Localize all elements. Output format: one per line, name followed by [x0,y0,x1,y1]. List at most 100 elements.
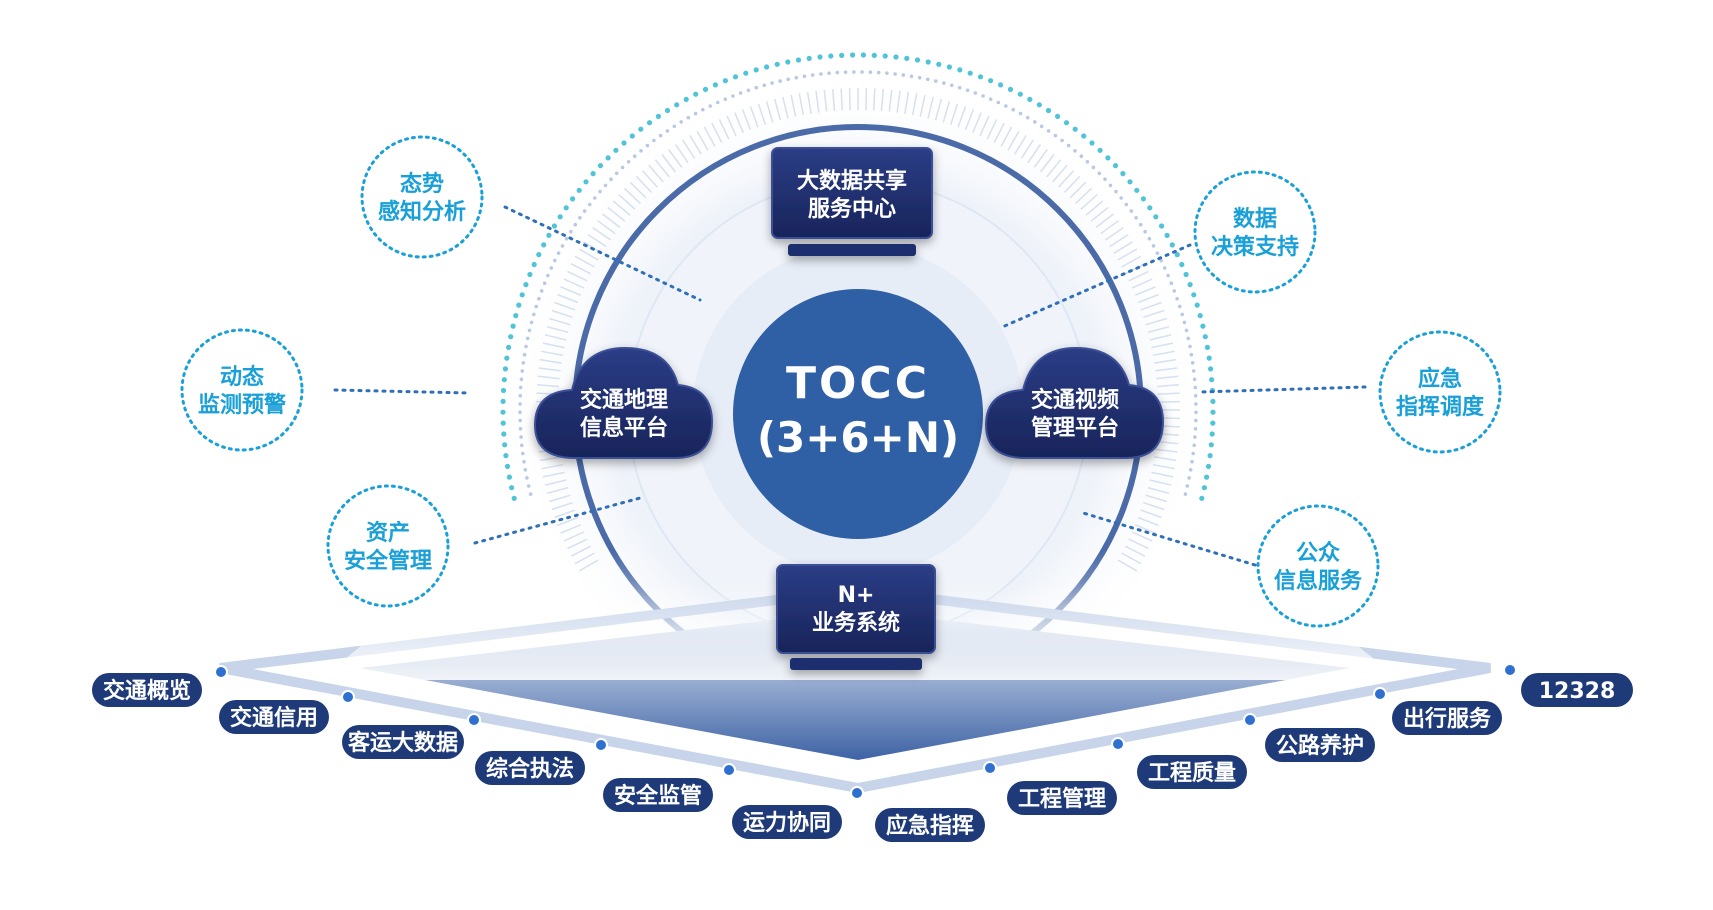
ring-dot [523,468,528,472]
ring-tick [964,109,975,131]
ring-tick [539,456,562,462]
ring-dot [563,205,569,211]
ring-dot [508,334,514,340]
ring-tick [734,112,744,134]
business-system-pill[interactable]: 公路养护 [1265,728,1375,762]
ring-dot [693,91,699,97]
ring-tick [537,375,560,380]
bubble-line2: 感知分析 [378,199,466,225]
ring-tick [934,98,943,121]
business-system-pill[interactable]: 交通概览 [92,673,202,707]
ring-dot [1004,104,1008,108]
bubble-line2: 决策支持 [1211,234,1299,260]
ring-dot [936,61,942,67]
ring-dot [1147,205,1153,211]
ring-dot [658,133,663,138]
ring-dot [998,82,1004,88]
ring-tick [1100,220,1119,235]
ring-dot [901,73,906,77]
ring-dot [914,57,921,63]
ring-dot [509,485,515,491]
ring-dot [1091,165,1096,170]
ring-dot [518,418,522,423]
business-system-pill[interactable]: 综合执法 [475,751,585,785]
ring-tick [1147,325,1170,334]
ring-dot [521,451,525,456]
ring-tick [782,96,789,119]
outer-dotted-ring [500,52,1216,501]
business-system-pill[interactable]: 安全监管 [603,778,713,812]
business-system-pill[interactable]: 工程管理 [1007,781,1117,815]
ring-dot [1179,261,1185,268]
bubble-line1: 资产 [366,521,410,546]
pill-background [219,700,329,734]
business-system-pill[interactable]: 应急指挥 [875,808,985,842]
ring-dot [526,484,531,488]
ring-dot [1066,143,1071,148]
ring-tick [668,149,683,168]
ring-tick [551,501,573,511]
ring-dot [876,70,881,75]
business-system-pill[interactable]: 客运大数据 [342,725,464,759]
ring-dot [506,344,512,350]
ring-tick [641,170,658,188]
ring-dot [504,463,511,469]
ring-dot [1197,313,1203,319]
pill-label: 安全监管 [614,783,702,809]
ring-dot [1209,377,1215,383]
ring-dot [1108,183,1113,188]
center-title: TOCC [786,358,930,409]
ring-tick [602,213,621,228]
pill-background [1265,728,1375,762]
ring-tick [880,88,885,111]
ring-tick [1149,479,1172,486]
ring-dot [518,410,522,415]
ring-dot [683,96,689,102]
ring-dot [518,402,522,406]
business-system-pill[interactable]: 出行服务 [1392,701,1502,735]
ring-dot [523,282,529,288]
ring-dot [556,251,561,255]
ring-tick [1040,154,1055,173]
ring-dot [510,323,516,329]
ring-dot [1159,223,1165,229]
ring-dot [1193,427,1198,431]
ring-dot [537,296,541,301]
business-system-pill[interactable]: 工程质量 [1137,755,1247,789]
ring-dot [603,183,608,188]
ring-tick [542,471,565,478]
ring-dot [587,202,592,207]
ring-dot [501,431,507,437]
path-node-dot [1243,713,1257,727]
ring-dot [1153,214,1159,220]
pill-label: 应急指挥 [886,813,974,839]
ring-dot [613,147,619,153]
ring-dot [871,52,877,59]
ring-tick [560,524,582,534]
ring-tick [560,286,582,296]
ring-dot [957,67,963,73]
business-system-pill[interactable]: 运力协同 [732,805,842,839]
ring-tick [972,112,982,134]
ring-tick [1104,226,1124,241]
ring-tick [544,334,567,341]
ring-dot [708,104,712,108]
ring-dot [500,420,506,426]
ring-tick [570,263,592,275]
ring-dot [1007,86,1014,92]
ring-dot [573,222,578,227]
ring-dot [502,442,508,448]
ring-dot [701,107,705,112]
ring-dot [1188,344,1192,349]
ring-tick [927,96,934,119]
ring-dot [1194,302,1200,308]
business-system-pill[interactable]: 12328 [1521,673,1633,707]
business-system-pill[interactable]: 交通信用 [219,700,329,734]
ring-dot [541,242,547,248]
ring-dot [1180,312,1184,317]
path-node-dot [1111,737,1125,751]
ring-dot [522,352,527,357]
ring-tick [840,88,844,111]
ring-dot [1162,266,1167,270]
